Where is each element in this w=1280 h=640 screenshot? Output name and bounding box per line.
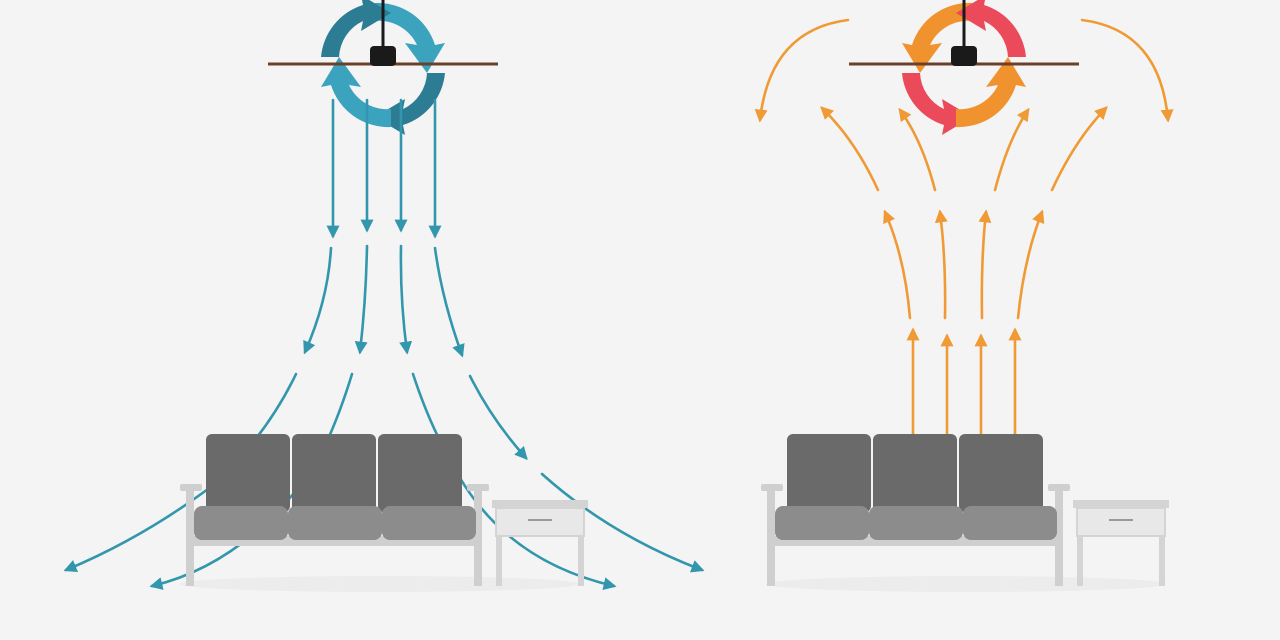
airflow-arrow-icon: [1080, 18, 1174, 123]
airflow-arrow-icon: [883, 209, 912, 320]
airflow-arrow-icon: [1050, 106, 1108, 192]
airflow-arrow-icon: [540, 472, 705, 573]
airflow-arrow-icon: [399, 244, 413, 355]
airflow-arrow-icon: [458, 476, 617, 590]
rotation-arrows-icon: [902, 0, 1026, 135]
ceiling-fan-icon: [268, 0, 498, 66]
airflow-arrow-icon: [820, 106, 880, 192]
sofa-icon: [180, 434, 489, 586]
airflow-arrows-up: [754, 18, 1174, 492]
airflow-arrow-icon: [1016, 209, 1045, 320]
ceiling-fan-icon: [849, 0, 1079, 66]
airflow-arrow-icon: [433, 246, 465, 358]
floor-shadow: [766, 576, 1166, 592]
floor-shadow: [180, 576, 580, 592]
scene-summer-downdraft: [63, 0, 705, 592]
side-table-icon: [492, 500, 588, 586]
airflow-arrow-icon: [934, 209, 948, 320]
sofa-icon: [761, 434, 1070, 586]
airflow-arrow-icon: [303, 246, 333, 355]
airflow-arrow-icon: [354, 244, 369, 355]
airflow-arrow-icon: [898, 107, 937, 192]
airflow-arrow-icon: [468, 374, 528, 460]
airflow-arrow-icon: [978, 209, 992, 320]
rotation-arrows-icon: [321, 0, 445, 135]
side-table-icon: [1073, 500, 1169, 586]
airflow-arrow-icon: [993, 107, 1030, 192]
airflow-arrow-icon: [754, 18, 850, 123]
scene-winter-updraft: [754, 0, 1174, 592]
